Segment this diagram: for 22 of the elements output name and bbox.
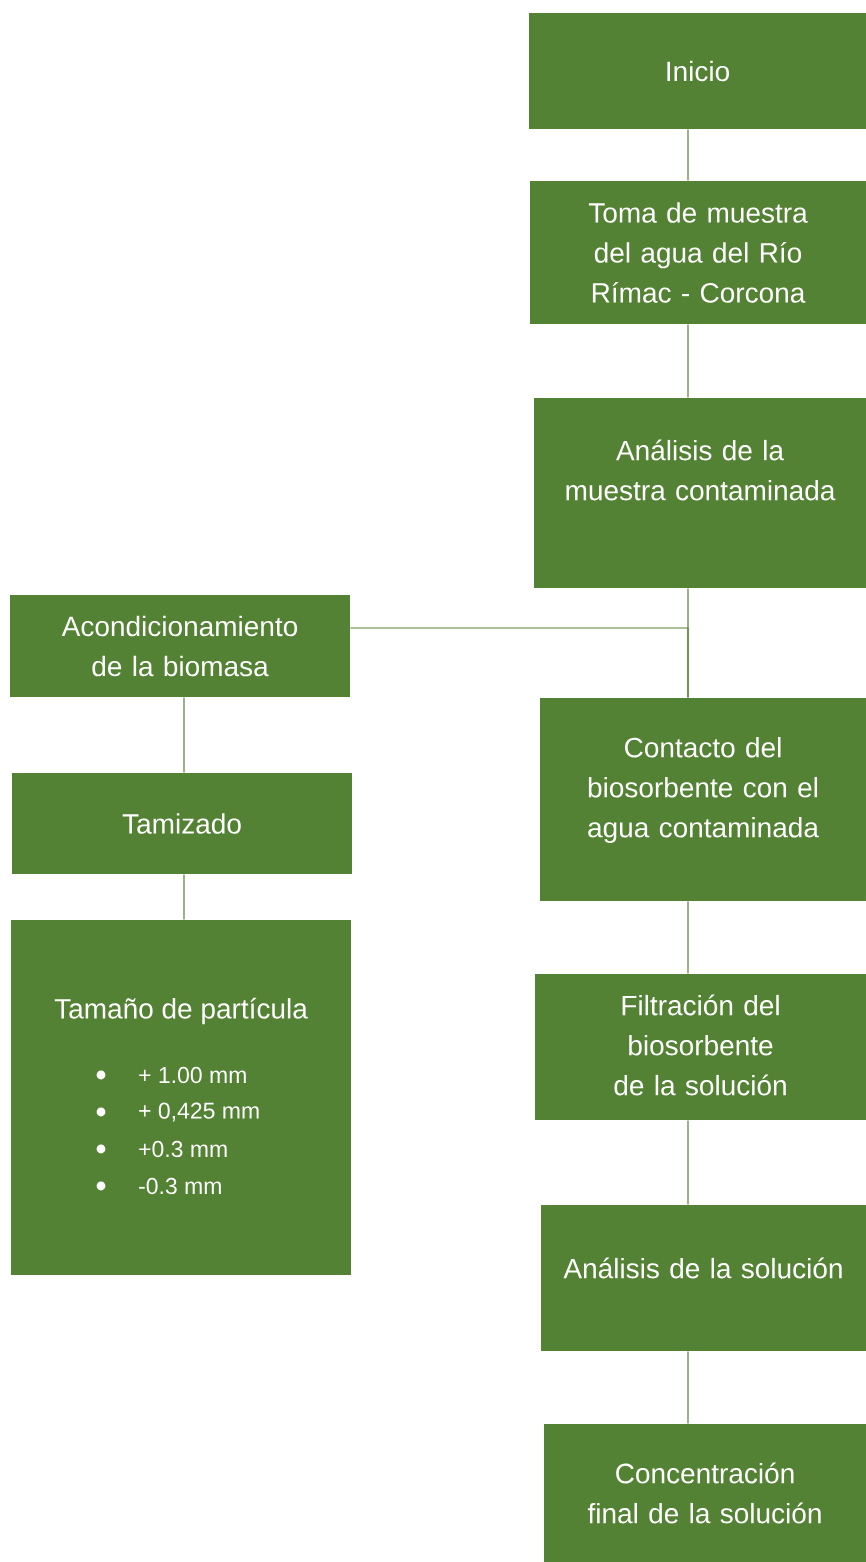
list-item: -0.3 mm	[96, 1177, 221, 1195]
connector-line	[687, 1119, 689, 1206]
process-box: Tamaño de partícula + 1.00 mm + 0,425 mm +0.3 mm -0.3 mm	[11, 920, 351, 1275]
connector-line	[687, 128, 689, 182]
process-box: Tamizado	[12, 773, 352, 874]
list-item: +0.3 mm	[96, 1140, 227, 1158]
process-box: Contacto del biosorbente con el agua contaminada	[540, 698, 866, 901]
connector-line	[687, 323, 689, 399]
process-box: Filtración del biosorbente de la solución	[535, 974, 866, 1120]
list-item: + 0,425 mm	[96, 1102, 259, 1122]
process-box: Toma de muestra del agua del Río Rímac - Corcona	[530, 181, 866, 324]
list-item: + 1.00 mm	[96, 1066, 246, 1084]
connector-line	[687, 1350, 689, 1425]
process-box: Acondicionamiento de la biomasa	[10, 595, 350, 697]
process-box: Inicio	[529, 13, 866, 129]
connector-line	[183, 696, 185, 774]
connector-line	[687, 900, 689, 975]
connector-line	[183, 873, 185, 921]
process-box: Análisis de la solución	[541, 1205, 866, 1351]
process-box: Concentración final de la solución	[544, 1424, 866, 1562]
process-box: Análisis de la muestra contaminada	[534, 398, 866, 588]
connector-line	[349, 627, 689, 699]
